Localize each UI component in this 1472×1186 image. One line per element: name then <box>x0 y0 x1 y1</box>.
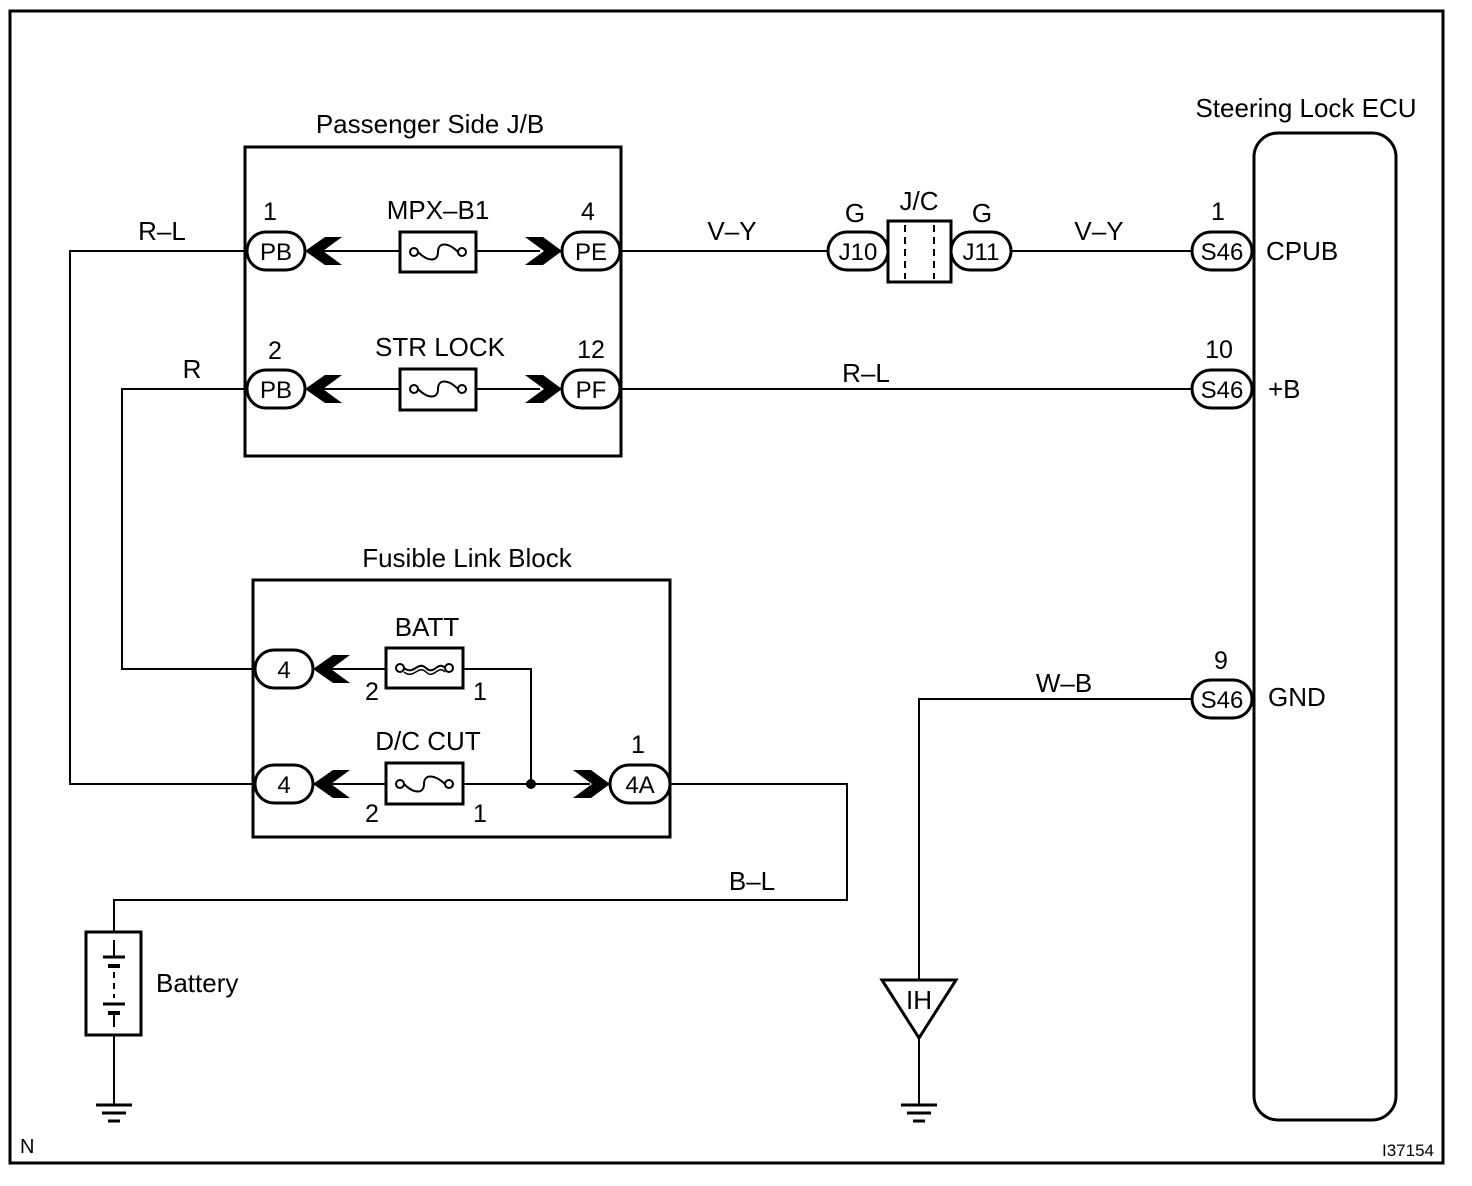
wire-b-l-battery <box>113 783 848 932</box>
wire-color-pb2: R <box>183 354 202 384</box>
batt-pin-1: 1 <box>473 678 487 706</box>
connector-j11: J11 <box>949 230 1013 272</box>
junction-connector-jc <box>886 219 953 284</box>
ground-point-ih: IH <box>879 978 959 1041</box>
ground-point-label: IH <box>906 985 932 1015</box>
fuse-batt <box>384 646 465 690</box>
wire-batt-junction <box>463 668 532 784</box>
j10-g-label: G <box>845 198 865 228</box>
connector-pb1: PB <box>245 230 307 272</box>
wire-color-pe-jc: V–Y <box>707 216 756 246</box>
connector-flb-4-upper: 4 <box>253 648 315 690</box>
arrow-pb2 <box>305 375 342 403</box>
dc-cut-pin-1: 1 <box>473 800 487 828</box>
corner-label: N <box>20 1136 34 1158</box>
battery-symbol <box>84 930 143 1037</box>
pb2-connector-code: PB <box>260 377 292 404</box>
passenger-jb-box <box>243 145 623 458</box>
steering-lock-ecu-box <box>1252 131 1398 1122</box>
connector-flb-4a: 4A <box>608 763 672 805</box>
diagram-frame <box>8 9 1445 1165</box>
fuse-mpx-b1 <box>398 230 478 274</box>
wire-color-jc-ecu: V–Y <box>1074 216 1123 246</box>
ground-symbol-left <box>96 1103 132 1123</box>
arrow-flb-4-lower <box>313 770 350 798</box>
battery-label: Battery <box>156 968 238 998</box>
wire-color-battery: B–L <box>729 866 775 896</box>
flb-4-lower-code: 4 <box>277 772 290 799</box>
arrow-pf12 <box>525 375 562 403</box>
pb2-pin-number: 2 <box>268 337 282 365</box>
fuse-dc-cut-label: D/C CUT <box>375 726 481 756</box>
s46-cpub-connector-code: S46 <box>1201 239 1244 266</box>
arrow-pb1 <box>305 237 342 265</box>
connector-pb2: PB <box>245 368 307 410</box>
fuse-mpx-b1-label: MPX–B1 <box>387 195 490 225</box>
s46-cpub-pin-number: 1 <box>1211 198 1225 226</box>
ecu-terminal-cpub: CPUB <box>1266 236 1338 266</box>
wire-r-l-pb1 <box>69 250 255 785</box>
wire-w-b-ground <box>918 698 1192 980</box>
wire-color-pb1: R–L <box>138 216 186 246</box>
connector-s46-gnd: S46 <box>1190 678 1254 720</box>
fuse-dc-cut <box>384 761 465 806</box>
arrow-flb-4a <box>573 770 610 798</box>
pf12-pin-number: 12 <box>577 336 605 364</box>
flb-4a-connector-code: 4A <box>625 772 654 799</box>
wire-color-pf-ecu: R–L <box>842 358 890 388</box>
j11-g-label: G <box>972 198 992 228</box>
figure-id: I37154 <box>1382 1141 1434 1160</box>
jc-label: J/C <box>900 186 939 216</box>
junction-dot <box>526 779 536 789</box>
connector-j10: J10 <box>826 230 890 272</box>
dc-cut-pin-2: 2 <box>365 800 379 828</box>
fuse-str-lock <box>398 367 478 412</box>
arrow-flb-4-upper <box>313 655 350 683</box>
connector-s46-b: S46 <box>1190 368 1254 410</box>
ecu-terminal-gnd: GND <box>1268 682 1326 712</box>
fusible-link-block-title: Fusible Link Block <box>362 543 573 573</box>
connector-s46-cpub: S46 <box>1190 230 1254 272</box>
ecu-terminal-plus-b: +B <box>1268 374 1301 404</box>
batt-pin-2: 2 <box>365 678 379 706</box>
pf12-connector-code: PF <box>576 377 607 404</box>
ground-symbol-right <box>901 1103 937 1123</box>
pe4-connector-code: PE <box>575 239 607 266</box>
pe4-pin-number: 4 <box>581 198 595 226</box>
connector-flb-4-lower: 4 <box>253 763 315 805</box>
s46-b-connector-code: S46 <box>1201 377 1244 404</box>
flb-4-upper-code: 4 <box>277 657 290 684</box>
fusible-link-block-box <box>251 578 672 839</box>
s46-b-pin-number: 10 <box>1205 336 1233 364</box>
pb1-pin-number: 1 <box>263 198 277 226</box>
flb-4a-pin-number: 1 <box>631 731 645 759</box>
passenger-jb-title: Passenger Side J/B <box>316 109 544 139</box>
pb1-connector-code: PB <box>260 239 292 266</box>
fuse-batt-label: BATT <box>395 612 460 642</box>
fuse-str-lock-label: STR LOCK <box>375 332 506 362</box>
arrow-pe4 <box>525 237 562 265</box>
s46-gnd-connector-code: S46 <box>1201 687 1244 714</box>
s46-gnd-pin-number: 9 <box>1214 647 1228 675</box>
wire-r-pb2 <box>121 388 255 670</box>
j10-connector-code: J10 <box>839 239 878 266</box>
connector-pe4: PE <box>560 230 622 272</box>
wire-color-ground: W–B <box>1036 668 1092 698</box>
steering-lock-ecu-title: Steering Lock ECU <box>1195 93 1416 123</box>
j11-connector-code: J11 <box>963 239 1000 266</box>
connector-pf12: PF <box>560 368 622 410</box>
